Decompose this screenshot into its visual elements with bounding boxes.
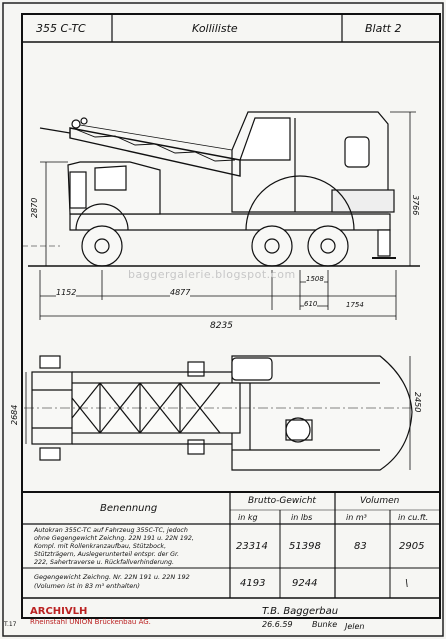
col-header-gross-weight: Brutto-Gewicht — [248, 496, 316, 506]
cab-window — [239, 117, 291, 161]
col-header-cuft: in cu.ft. — [398, 513, 429, 522]
drawing-frame — [21, 13, 441, 619]
model-label: 355 C-TC — [36, 22, 86, 35]
row2-description: Gegengewicht Zeichng. Nr. 22N 191 u. 22N… — [34, 573, 190, 590]
plan-cab — [231, 357, 273, 381]
dim-4877: 4877 — [170, 288, 191, 297]
archive-company: Rheinstahl UNION Brückenbau AG. — [30, 618, 151, 626]
date: 26.6.59 — [262, 620, 293, 629]
dim-8235: 8235 — [210, 321, 233, 331]
dim-1754: 1754 — [346, 301, 364, 309]
dim-2870: 2870 — [30, 197, 39, 218]
dim-2450: 2450 — [413, 392, 422, 413]
sheet-number: Blatt 2 — [365, 22, 402, 35]
dim-3766: 3766 — [411, 195, 420, 216]
signature-2: Jelen — [345, 622, 365, 631]
row2-cuft: \ — [405, 578, 409, 589]
row1-kg: 23314 — [236, 541, 268, 552]
cab-side-window — [344, 136, 370, 168]
watermark: baggergalerie.blogspot.com — [128, 268, 296, 281]
crane-side-view — [22, 111, 420, 267]
sheet-title: Kolliliste — [192, 22, 238, 35]
dim-610: 610 — [304, 300, 318, 308]
row1-lbs: 51398 — [289, 541, 321, 552]
plan-dimension-lines — [25, 356, 411, 470]
row1-cuft: 2905 — [399, 541, 425, 552]
row1-m3: 83 — [354, 541, 367, 552]
truck-window — [94, 165, 127, 191]
archive-stamp: ARCHIVLH — [30, 606, 88, 617]
sheet-code: T.17 — [4, 621, 17, 628]
col-header-volume: Volumen — [360, 496, 400, 506]
row2-lbs: 9244 — [292, 578, 318, 589]
dim-1508: 1508 — [306, 275, 324, 283]
row1-description: Autokran 355C-TC auf Fahrzeug 355C-TC, j… — [34, 527, 194, 566]
col-header-benennung: Benennung — [100, 503, 158, 514]
crane-plan-view — [24, 355, 420, 471]
dim-2684: 2684 — [10, 404, 19, 425]
department: T.B. Baggerbau — [262, 606, 339, 617]
dim-1152: 1152 — [56, 288, 77, 297]
row2-kg: 4193 — [240, 578, 266, 589]
parts-table-grid — [22, 491, 440, 599]
col-header-lbs: in lbs — [291, 513, 313, 522]
col-header-kg: in kg — [238, 513, 258, 522]
col-header-m3: in m³ — [346, 513, 367, 522]
signature: Bunke — [312, 620, 338, 629]
